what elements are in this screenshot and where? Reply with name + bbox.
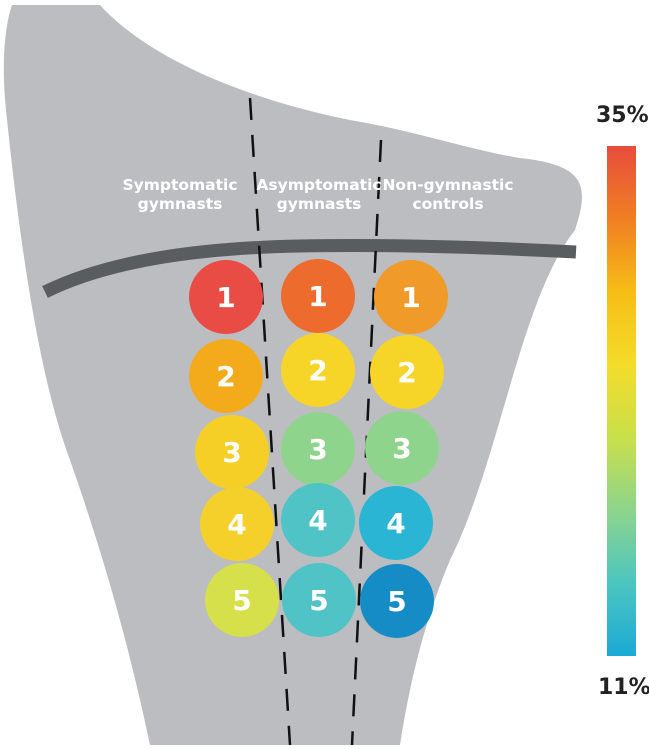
region-2-dot-col-3 — [370, 335, 444, 409]
region-3-dot-col-3 — [365, 411, 439, 485]
region-4-number-col-1: 4 — [227, 508, 246, 541]
growth-plate-line — [42, 238, 577, 298]
region-5-dot-col-2 — [282, 563, 356, 637]
region-1-number-col-2: 1 — [308, 280, 327, 313]
region-2-number-col-1: 2 — [216, 360, 235, 393]
region-5-number-col-1: 5 — [232, 584, 251, 617]
region-3-number-col-1: 3 — [222, 436, 241, 469]
region-1-number-col-3: 1 — [401, 281, 420, 314]
region-1-dot-col-2 — [281, 259, 355, 333]
region-dots: 1 1 1 2 2 2 3 3 3 4 4 4 5 5 5 — [189, 259, 448, 638]
region-1-number-col-1: 1 — [216, 281, 235, 314]
region-5-dot-col-3 — [360, 564, 434, 638]
region-4-dot-col-1 — [200, 487, 274, 561]
region-3-number-col-2: 3 — [308, 433, 327, 466]
region-4-dot-col-3 — [359, 486, 433, 560]
region-5-dot-col-1 — [205, 563, 279, 637]
region-2-dot-col-2 — [281, 333, 355, 407]
region-3-dot-col-1 — [195, 415, 269, 489]
scale-min-label: 11% — [598, 675, 649, 700]
region-4-number-col-2: 4 — [308, 504, 327, 537]
region-2-number-col-2: 2 — [308, 354, 327, 387]
region-3-number-col-3: 3 — [392, 432, 411, 465]
region-1-dot-col-1 — [189, 260, 263, 334]
region-2-dot-col-1 — [189, 339, 263, 413]
region-1-dot-col-3 — [374, 260, 448, 334]
color-scale-bar — [607, 146, 636, 656]
region-5-number-col-2: 5 — [309, 584, 328, 617]
region-2-number-col-3: 2 — [397, 356, 416, 389]
region-5-number-col-3: 5 — [387, 585, 406, 618]
scale-max-label: 35% — [596, 103, 649, 128]
region-4-number-col-3: 4 — [386, 507, 405, 540]
region-4-dot-col-2 — [281, 483, 355, 557]
region-3-dot-col-2 — [281, 412, 355, 486]
